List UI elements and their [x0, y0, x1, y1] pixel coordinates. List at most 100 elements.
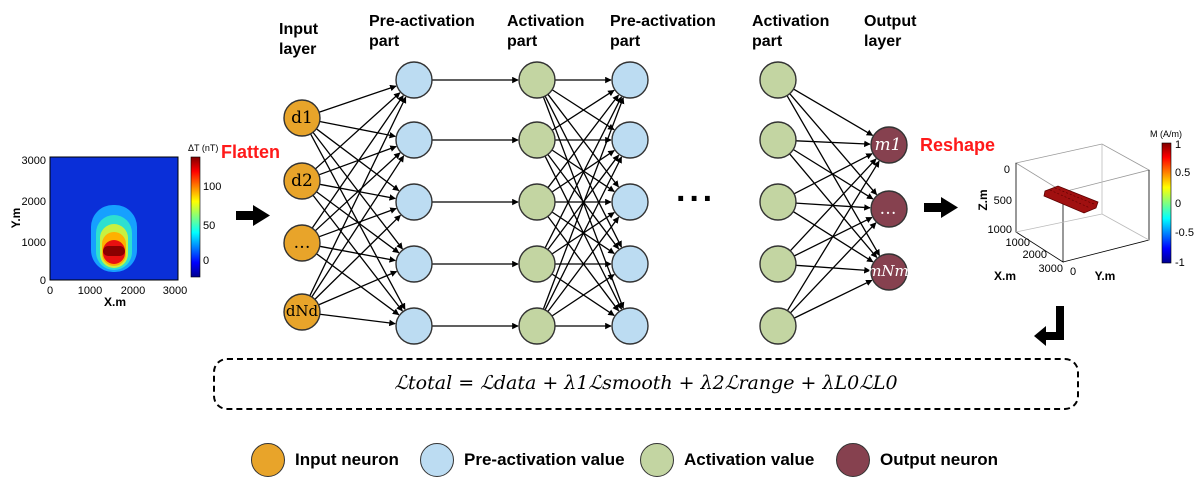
pre-neuron-layer4-1 — [611, 61, 649, 99]
left-x-tick-2000: 2000 — [121, 285, 145, 297]
left-colorbar-title: ΔT (nT) — [188, 143, 218, 153]
legend-swatch-output — [836, 443, 870, 477]
input-neuron-layer1-1 — [283, 99, 321, 137]
header-pre-activation-2: Pre-activation part — [610, 12, 716, 52]
connection-input-to-pre — [319, 313, 396, 327]
connection-input-to-pre — [314, 214, 401, 300]
legend-label-pre-activation: Pre-activation value — [464, 450, 625, 469]
input-neuron-layer1-2 — [283, 162, 321, 200]
right-z-tick-0: 0 — [1004, 164, 1010, 176]
header-activation-1-line1: Activation — [507, 13, 585, 30]
connection-act-to-output — [789, 222, 877, 314]
output-neuron-label-1: m1 — [874, 135, 902, 155]
right-z-axis-label: Z.m — [976, 189, 990, 210]
connection-act-to-output — [789, 158, 877, 252]
connection-act-to-output — [795, 140, 871, 148]
out-neuron-layer6-2 — [870, 190, 908, 228]
network-connections — [309, 76, 881, 330]
network-neurons — [283, 61, 908, 345]
right-x-axis-label: X.m — [994, 269, 1016, 283]
header-activation-2-line2: part — [752, 33, 783, 50]
left-x-axis-label: X.m — [104, 295, 126, 309]
return-arrow — [1034, 306, 1064, 346]
connection-input-to-pre — [314, 92, 401, 170]
connection-act-to-pre — [551, 149, 615, 193]
header-activation-1-line2: part — [507, 33, 538, 50]
connection-input-to-pre — [309, 96, 407, 297]
connection-act-to-output — [789, 93, 878, 196]
left-y-tick-1000: 1000 — [22, 237, 46, 249]
header-pre-activation-1: Pre-activation part — [369, 12, 475, 52]
right-y-axis-label: Y.m — [1095, 269, 1116, 283]
legend-output-neuron: Output neuron — [836, 440, 998, 480]
out-neuron-layer6-1 — [870, 126, 908, 164]
act-neuron-layer3-5 — [518, 307, 556, 345]
header-activation-2: Activation part — [752, 12, 829, 52]
connection-input-to-pre — [314, 152, 401, 232]
header-output-layer-line2: layer — [864, 33, 902, 50]
reshape-label: Reshape — [920, 135, 996, 155]
connection-act-to-pre — [547, 94, 619, 189]
act-neuron-layer5-3 — [759, 183, 797, 221]
right-z-tick-500: 500 — [994, 195, 1012, 207]
left-y-tick-0: 0 — [40, 275, 46, 287]
map-frame — [49, 156, 179, 281]
box-edges — [1015, 163, 1064, 263]
connection-input-to-pre — [311, 155, 405, 298]
legend-input-neuron: Input neuron — [251, 440, 399, 480]
input-neuron-label-2: d2 — [291, 171, 313, 191]
input-neuron-label-3: … — [293, 233, 311, 253]
connection-act-to-output — [786, 95, 881, 257]
loss-function-box: ℒtotal = ℒdata + λ1ℒsmooth + λ2ℒrange + … — [213, 358, 1079, 410]
right-colorbar-title: M (A/m) — [1150, 129, 1182, 139]
connection-input-to-pre — [318, 84, 397, 113]
legend-swatch-input — [251, 443, 285, 477]
pre-neuron-layer2-1 — [395, 61, 433, 99]
connection-input-to-pre — [318, 270, 398, 306]
header-activation-2-line1: Activation — [752, 13, 830, 30]
header-input-layer: Input layer — [279, 20, 318, 60]
pre-neuron-layer4-2 — [611, 121, 649, 159]
right-z-tick-1000: 1000 — [988, 224, 1012, 236]
flatten-label: Flatten — [221, 142, 281, 162]
connection-input-to-pre — [316, 128, 400, 192]
hidden-layers-ellipsis: ··· — [676, 180, 716, 218]
header-input-layer-line2: layer — [279, 41, 317, 58]
right-cb-tick-0.5: 0.5 — [1175, 167, 1190, 179]
header-output-layer-line1: Output — [864, 13, 917, 30]
connection-input-to-pre — [311, 95, 404, 229]
left-colorbar — [190, 156, 201, 278]
left-x-tick-1000: 1000 — [78, 285, 102, 297]
connection-input-to-pre — [312, 131, 403, 250]
connection-input-to-pre — [318, 145, 397, 176]
legend-label-input: Input neuron — [295, 450, 399, 469]
header-pre-activation-1-line2: part — [369, 33, 400, 50]
input-neuron-layer1-4 — [283, 293, 321, 331]
output-neuron-label-2: … — [879, 199, 897, 219]
left-cb-tick-0: 0 — [203, 255, 209, 267]
header-activation-1: Activation part — [507, 12, 584, 52]
legend-pre-activation: Pre-activation value — [420, 440, 625, 480]
pre-neuron-layer4-3 — [611, 183, 649, 221]
input-neuron-label-1: d1 — [291, 108, 313, 128]
connection-act-to-pre — [551, 89, 615, 131]
act-neuron-layer5-2 — [759, 121, 797, 159]
legend-label-activation: Activation value — [684, 450, 815, 469]
header-pre-activation-2-line2: part — [610, 33, 641, 50]
pre-neuron-layer4-4 — [611, 245, 649, 283]
connection-act-to-pre — [547, 216, 620, 312]
connection-act-to-output — [793, 88, 874, 136]
legend-swatch-pre-activation — [420, 443, 454, 477]
pre-neuron-layer2-4 — [395, 245, 433, 283]
legend-swatch-activation — [640, 443, 674, 477]
pre-neuron-layer2-5 — [395, 307, 433, 345]
act-neuron-layer3-4 — [518, 245, 556, 283]
act-neuron-layer3-1 — [518, 61, 556, 99]
act-neuron-layer3-3 — [518, 183, 556, 221]
connection-act-to-pre — [544, 96, 623, 249]
legend-label-output: Output neuron — [880, 450, 999, 469]
right-cb-tick--0.5: -0.5 — [1175, 227, 1194, 239]
box-back-panel — [1014, 143, 1151, 193]
left-cb-tick-100: 100 — [203, 181, 221, 193]
right-x-tick-1000: 1000 — [1006, 237, 1030, 249]
